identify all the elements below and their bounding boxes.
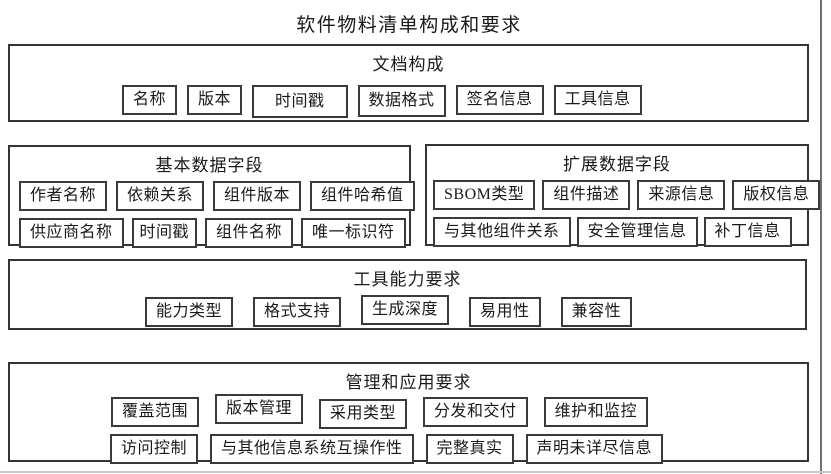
field-box: 采用类型 <box>319 399 408 429</box>
section-title: 文档构成 <box>372 55 445 74</box>
field-box: 时间戳 <box>252 85 348 118</box>
field-row: SBOM类型组件描述来源信息版权信息 <box>433 180 821 210</box>
field-box: 覆盖范围 <box>111 397 200 427</box>
section-document-composition: 文档构成 名称版本时间戳数据格式签名信息工具信息 <box>8 44 809 122</box>
section-rows: 能力类型格式支持生成深度易用性兼容性 <box>10 295 805 327</box>
field-box: 访问控制 <box>110 434 199 464</box>
field-box: 版权信息 <box>732 180 821 210</box>
section-tool-capability-requirements: 工具能力要求 能力类型格式支持生成深度易用性兼容性 <box>8 259 807 330</box>
field-box: 签名信息 <box>455 85 544 115</box>
field-row: 作者名称依赖关系组件版本组件哈希值 <box>19 181 415 211</box>
field-box: 作者名称 <box>19 181 108 211</box>
field-box: 组件描述 <box>542 180 631 210</box>
field-box: 兼容性 <box>560 297 633 327</box>
section-rows: 覆盖范围版本管理采用类型分发和交付维护和监控访问控制与其他信息系统互操作性完整真… <box>10 394 807 464</box>
field-box: 分发和交付 <box>423 397 528 427</box>
field-box: 完整真实 <box>425 434 514 464</box>
field-box: 补丁信息 <box>703 217 792 247</box>
section-title: 工具能力要求 <box>353 270 462 289</box>
field-box: 生成深度 <box>361 295 450 325</box>
field-box: 格式支持 <box>253 297 342 327</box>
field-box: 组件哈希值 <box>310 181 415 211</box>
page-border-bottom <box>0 471 831 473</box>
field-box: SBOM类型 <box>433 180 536 210</box>
section-title: 扩展数据字段 <box>563 155 671 174</box>
field-row: 能力类型格式支持生成深度易用性兼容性 <box>145 295 805 327</box>
section-rows: SBOM类型组件描述来源信息版权信息与其他组件关系安全管理信息补丁信息 <box>427 180 821 247</box>
section-title: 基本数据字段 <box>155 156 264 175</box>
field-box: 数据格式 <box>357 85 446 117</box>
page-border-right <box>820 0 822 474</box>
field-box: 版本管理 <box>215 394 304 424</box>
section-title: 管理和应用要求 <box>345 373 472 392</box>
diagram-title: 软件物料清单构成和要求 <box>296 15 522 36</box>
field-row: 访问控制与其他信息系统互操作性完整真实声明未详尽信息 <box>110 434 807 464</box>
field-box: 供应商名称 <box>19 218 124 248</box>
field-box: 与其他组件关系 <box>433 217 571 247</box>
field-box: 声明未详尽信息 <box>525 434 664 464</box>
field-box: 易用性 <box>469 297 541 327</box>
field-box: 版本 <box>187 85 243 115</box>
section-basic-data-fields: 基本数据字段 作者名称依赖关系组件版本组件哈希值供应商名称时间戳组件名称唯一标识… <box>8 145 415 248</box>
field-box: 名称 <box>122 85 178 115</box>
field-box: 来源信息 <box>637 180 726 210</box>
section-rows: 名称版本时间戳数据格式签名信息工具信息 <box>10 85 807 118</box>
field-box: 工具信息 <box>553 85 642 115</box>
section-extended-data-fields: 扩展数据字段 SBOM类型组件描述来源信息版权信息与其他组件关系安全管理信息补丁… <box>425 144 821 247</box>
field-row: 名称版本时间戳数据格式签名信息工具信息 <box>122 85 807 118</box>
field-box: 与其他信息系统互操作性 <box>210 434 414 464</box>
field-box: 安全管理信息 <box>576 217 698 247</box>
field-box: 唯一标识符 <box>301 218 406 248</box>
field-box: 维护和监控 <box>543 397 649 427</box>
field-row: 与其他组件关系安全管理信息补丁信息 <box>433 217 807 247</box>
section-management-application-requirements: 管理和应用要求 覆盖范围版本管理采用类型分发和交付维护和监控访问控制与其他信息系… <box>8 362 809 464</box>
field-row: 覆盖范围版本管理采用类型分发和交付维护和监控 <box>111 394 807 429</box>
field-box: 组件版本 <box>213 181 302 211</box>
section-rows: 作者名称依赖关系组件版本组件哈希值供应商名称时间戳组件名称唯一标识符 <box>10 181 415 248</box>
field-box: 组件名称 <box>205 218 294 248</box>
field-box: 时间戳 <box>131 218 198 248</box>
field-box: 能力类型 <box>145 297 234 327</box>
field-row: 供应商名称时间戳组件名称唯一标识符 <box>19 218 409 248</box>
field-box: 依赖关系 <box>116 181 205 211</box>
